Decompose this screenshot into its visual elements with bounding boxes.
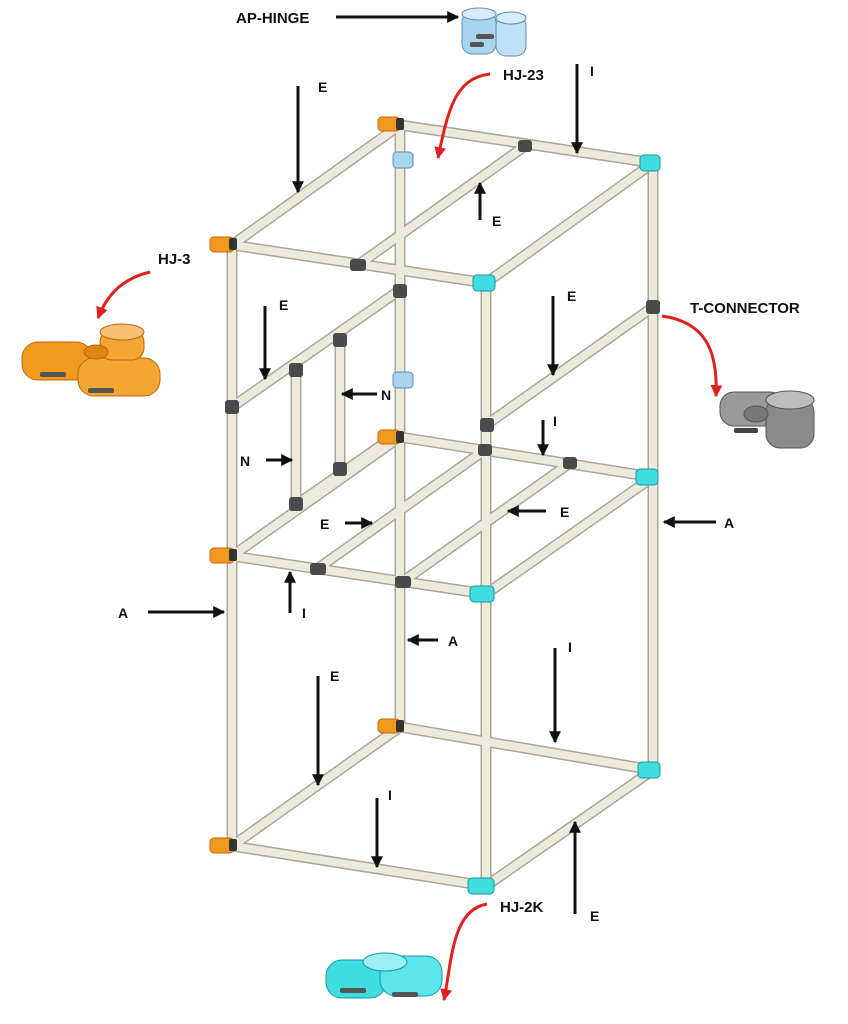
cyan-joint — [467, 877, 495, 895]
letter-i: I — [302, 605, 306, 621]
orange-joints — [209, 116, 401, 854]
t-joint — [333, 333, 347, 347]
label-hj2k: HJ-2K — [500, 899, 544, 916]
t-joint — [646, 300, 660, 314]
red-leaders — [96, 72, 723, 1002]
letter-e: E — [567, 288, 576, 304]
letter-i: I — [590, 63, 594, 79]
hinge-joint — [392, 371, 414, 389]
t-joint — [350, 259, 366, 271]
label-t-connector: T-CONNECTOR — [690, 300, 800, 317]
letter-e: E — [320, 516, 329, 532]
t-joint — [480, 418, 494, 432]
letter-e: E — [560, 504, 569, 520]
t-connector-leader — [661, 314, 723, 398]
cyan-joint — [472, 274, 496, 292]
callout-arrows — [148, 11, 716, 914]
hj23-leader — [434, 72, 491, 160]
letter-a: A — [724, 515, 734, 531]
t-joint — [393, 284, 407, 298]
hj2k-leader — [440, 902, 488, 1002]
letter-e: E — [318, 79, 327, 95]
t-joint — [518, 140, 532, 152]
letter-i: I — [388, 787, 392, 803]
t-joint — [310, 563, 326, 575]
label-hj3: HJ-3 — [158, 251, 191, 268]
t-joint — [289, 363, 303, 377]
hinge-joints — [392, 151, 414, 389]
letter-a: A — [118, 605, 128, 621]
letter-e: E — [279, 297, 288, 313]
cyan-joint — [635, 468, 659, 486]
t-joint — [395, 576, 411, 588]
label-ap-hinge: AP-HINGE — [236, 10, 309, 27]
hj2k-illustration — [325, 952, 443, 999]
letter-e: E — [330, 668, 339, 684]
cyan-joint — [469, 585, 495, 603]
letter-i: I — [553, 413, 557, 429]
letter-n: N — [240, 453, 250, 469]
cyan-joint — [639, 154, 661, 172]
orange-joint-caps — [229, 118, 404, 851]
hj3-leader — [96, 270, 151, 320]
letter-a: A — [448, 633, 458, 649]
dark-joints — [225, 140, 660, 588]
pipe-fills — [228, 121, 657, 890]
ap-hinge-illustration — [461, 7, 527, 57]
letter-e: E — [492, 213, 501, 229]
t-connector-illustration — [719, 390, 815, 449]
label-hj23: HJ-23 — [503, 67, 544, 84]
t-joint — [563, 457, 577, 469]
t-joint — [478, 444, 492, 456]
cyan-joints — [467, 154, 661, 895]
letter-i: I — [568, 639, 572, 655]
t-joint — [225, 400, 239, 414]
t-joint — [289, 497, 303, 511]
t-joint — [333, 462, 347, 476]
letter-n: N — [381, 387, 391, 403]
cyan-joint — [637, 761, 661, 779]
hj3-illustration — [21, 323, 161, 397]
letter-e: E — [590, 908, 599, 924]
hinge-joint — [392, 151, 414, 169]
labels: AP-HINGE HJ-23 HJ-3 T-CONNECTOR HJ-2K E … — [118, 10, 800, 924]
